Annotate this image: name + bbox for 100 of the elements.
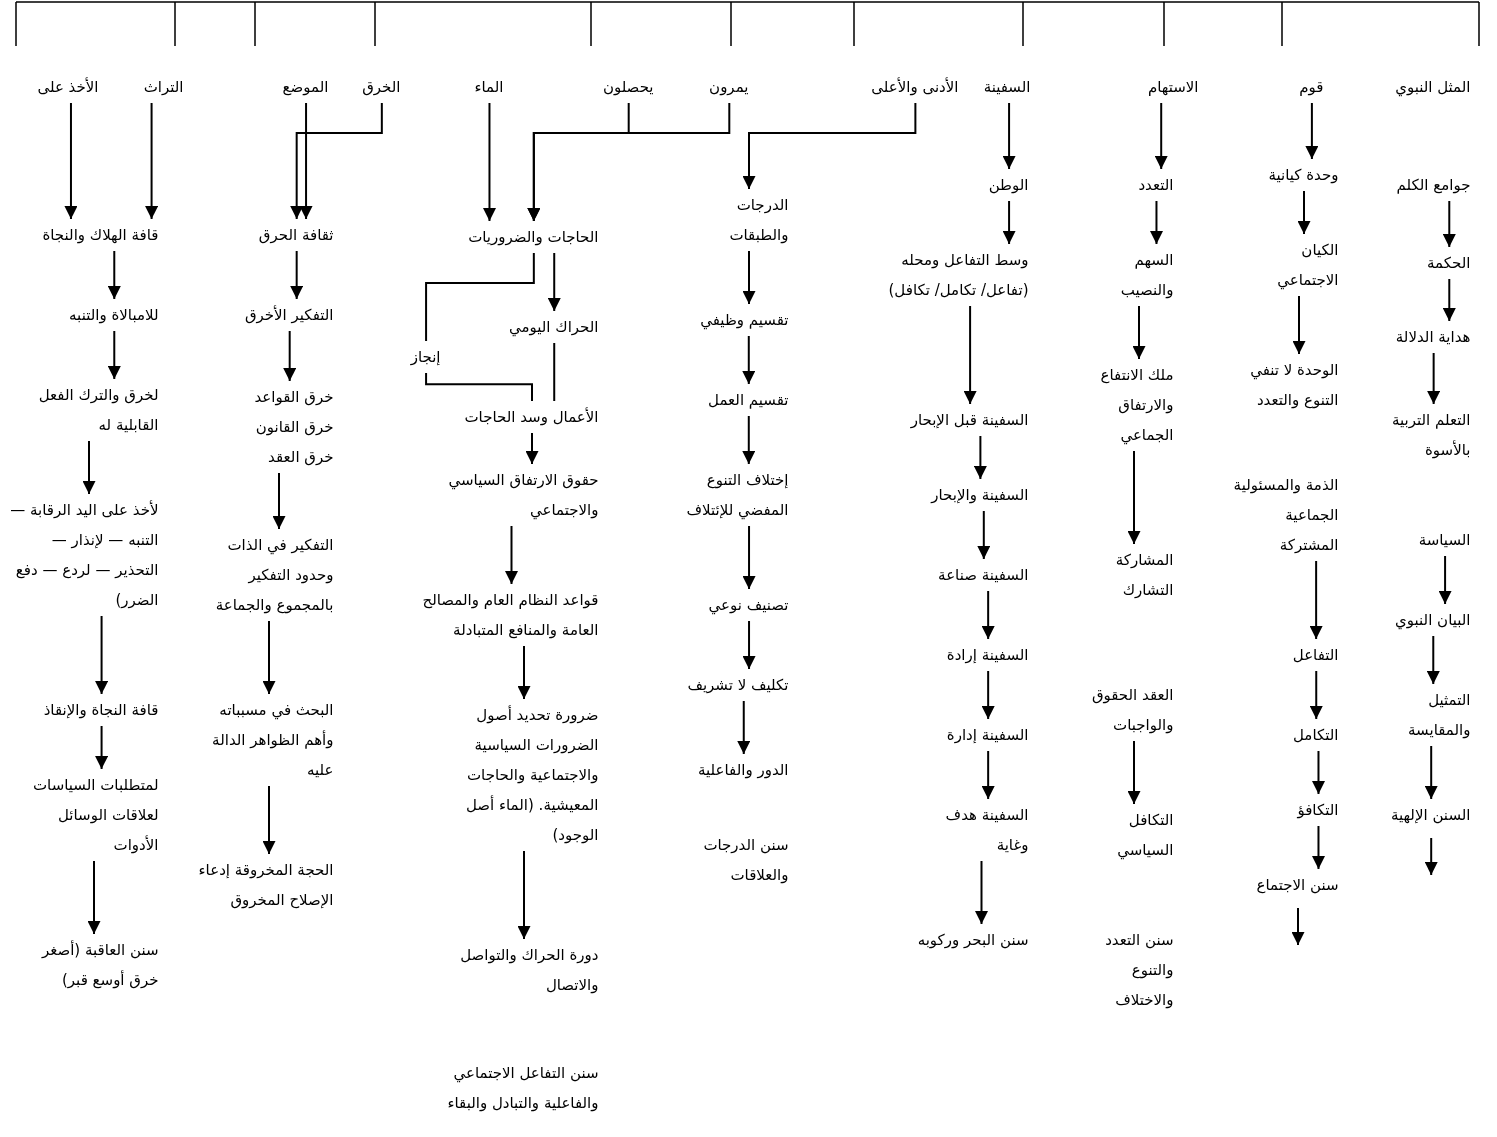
concept-text: قافة النجاة والإنقاذ	[43, 695, 159, 725]
concept-text: الأعمال وسد الحاجات	[464, 402, 599, 432]
concept-text: التفكير الأخرق	[244, 300, 334, 330]
arrow	[526, 102, 630, 222]
concept-text: سنن الاجتماع	[1256, 870, 1339, 900]
concept-text: التراث	[143, 72, 184, 102]
concept-text: الحراك اليومي	[508, 312, 599, 342]
concept-text: يحصلون	[602, 72, 654, 102]
concept-text: الحجة المخروقة إدعاء الإصلاح المخروق	[193, 855, 334, 915]
concept-text: سنن البحر وركوبه	[917, 925, 1029, 955]
arrow	[262, 620, 275, 695]
arrow	[504, 525, 518, 585]
concept-text: السفينة قبل الإبحار	[910, 405, 1029, 435]
arrow	[742, 620, 756, 670]
concept-text: سنن العاقبة (أصغر خرق أوسع قبر)	[28, 935, 159, 995]
arrow	[976, 510, 990, 560]
arrow	[272, 472, 285, 530]
concept-text: تصنيف نوعي	[708, 590, 789, 620]
arrow	[1002, 200, 1016, 245]
concept-text: قافة الهلاك والنجاة	[42, 220, 159, 250]
concept-text: السياسة	[1418, 525, 1471, 555]
arrow	[94, 615, 108, 695]
concept-text: لأخذ على اليد الرقابة — التنبه — لإنذار — التحذير — لردع — دفع الضرر)	[8, 495, 159, 615]
connector-line	[552, 342, 555, 402]
concept-text: التعلم التربية بالأسوة	[1375, 405, 1471, 465]
arrow	[482, 102, 496, 222]
concept-text: السفينة صناعة	[938, 560, 1029, 590]
concept-text: خرق القواعد خرق القانون خرق العقد	[223, 382, 334, 472]
concept-text: الحاجات والضروريات	[468, 222, 599, 252]
arrow	[1304, 102, 1318, 160]
arrow	[1291, 907, 1304, 946]
concept-text: لخرق والترك الفعل القابلية له	[18, 380, 159, 440]
concept-text: سنن التعدد والتنوع والاختلاف	[1093, 925, 1174, 1015]
concept-text: تقسيم وظيفي	[700, 305, 789, 335]
concept-text: حقوق الارتفاق السياسي والاجتماعي	[423, 465, 599, 525]
arrow	[517, 645, 530, 700]
arrow	[1002, 102, 1016, 170]
concept-text: السفينة	[983, 72, 1031, 102]
arrow	[981, 590, 995, 640]
arrow	[299, 102, 313, 220]
concept-text: السفينة هدف وغاية	[933, 800, 1029, 860]
arrow	[1127, 450, 1140, 545]
arrow	[289, 102, 383, 220]
concept-text: البحث في مسبباته وأهم الظواهر الدالة عليه	[203, 695, 334, 785]
arrow	[547, 252, 561, 312]
arrow	[1424, 837, 1438, 876]
arrow	[742, 525, 756, 590]
concept-text: للامبالاة والتنبه	[69, 300, 159, 330]
arrow	[741, 415, 755, 465]
concept-text: التكافؤ	[1297, 795, 1339, 825]
concept-text: الاستهام	[1147, 72, 1199, 102]
concept-text: وحدة كيانية	[1268, 160, 1339, 190]
concept-text: الدرجات والطبقات	[708, 190, 789, 250]
arrow	[144, 102, 158, 220]
concept-text: ملك الانتفاع والارتفاق الجماعي	[1063, 360, 1174, 450]
concept-text: التعدد	[1138, 170, 1174, 200]
arrow	[1292, 295, 1305, 355]
arrow	[63, 102, 77, 220]
concept-text: الكيان الاجتماعي	[1258, 235, 1339, 295]
concept-text: لمتطلبات السياسات لعلاقات الوسائل الأدوات	[8, 770, 159, 860]
concept-text: السهم والنصيب	[1103, 245, 1174, 305]
concept-text: الذمة والمسئولية الجماعية المشتركة	[1223, 470, 1339, 560]
concept-text: المشاركة التشارك	[1093, 545, 1174, 605]
concept-text: الأخذ على	[37, 72, 99, 102]
concept-text: الخرق	[362, 72, 401, 102]
arrow	[1149, 200, 1163, 245]
arrow	[1424, 745, 1438, 800]
concept-text: الموضع	[282, 72, 329, 102]
connector-line	[424, 372, 533, 402]
arrow	[107, 330, 121, 380]
concept-text: هداية الدلالة	[1395, 322, 1471, 352]
arrow	[525, 432, 538, 465]
arrow	[1132, 305, 1145, 360]
concept-text: إختلاف التنوع المفضي للإئتلاف	[668, 465, 789, 525]
arrow	[741, 335, 755, 385]
arrow	[1309, 560, 1323, 640]
concept-text: العقد الحقوق والواجبات	[1078, 680, 1174, 740]
concept-text: السفينة إدارة	[946, 720, 1029, 750]
concept-text: المثل النبوي	[1395, 72, 1471, 102]
arrow	[1438, 555, 1452, 605]
concept-text: تكليف لا تشريف	[687, 670, 789, 700]
concept-text: قوم	[1299, 72, 1324, 102]
concept-text: الدور والفاعلية	[698, 755, 789, 785]
arrow	[87, 860, 100, 935]
concept-text: الماء	[474, 72, 504, 102]
arrow	[1311, 825, 1325, 870]
concept-text: سنن التفاعل الاجتماعي والفاعلية والتبادل والبقاء	[418, 1058, 599, 1118]
concept-text: ضرورة تحديد أصول الضرورات السياسية والاجتماعية والحاجات المعيشية. (الماء أصل الوجود)	[448, 700, 599, 850]
arrow	[289, 250, 303, 300]
arrow	[742, 102, 916, 190]
arrow	[981, 670, 995, 720]
arrow	[742, 250, 755, 305]
arrow	[1154, 102, 1168, 170]
arrow	[736, 700, 750, 755]
arrow	[1311, 750, 1325, 795]
arrow	[1127, 740, 1140, 805]
arrow	[1309, 670, 1323, 720]
arrow	[107, 250, 121, 300]
concept-text: السفينة والإبحار	[931, 480, 1029, 510]
concept-text: تقسيم العمل	[708, 385, 789, 415]
